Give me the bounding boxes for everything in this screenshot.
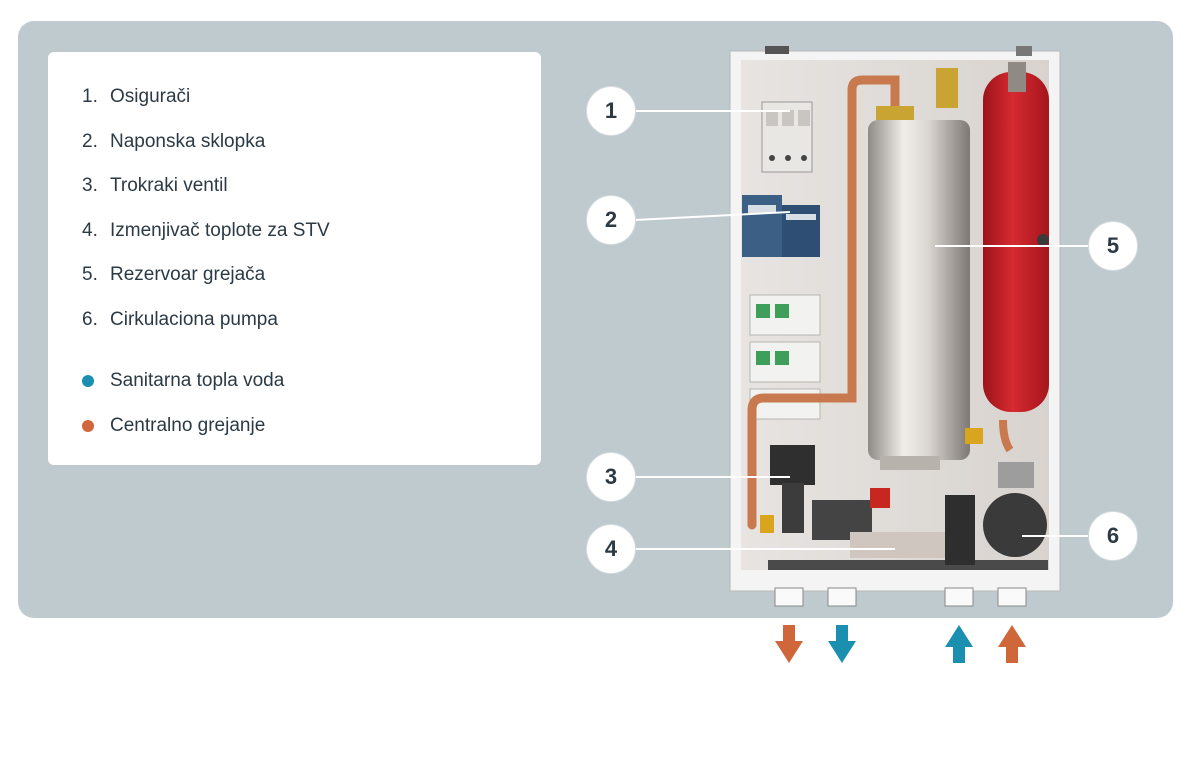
legend-item-2: 2. Naponska sklopka — [82, 131, 265, 153]
legend-item-1: 1. Osigurači — [82, 86, 190, 108]
legend-label: Naponska sklopka — [110, 131, 266, 152]
callout-5: 5 — [1088, 221, 1138, 271]
copper-pipe — [747, 75, 900, 530]
blue-dot-icon — [82, 375, 94, 387]
callout-4: 4 — [586, 524, 636, 574]
legend-label: Rezervoar grejača — [110, 264, 266, 285]
legend-number: 4. — [82, 220, 98, 241]
legend-label: Cirkulaciona pumpa — [110, 309, 278, 330]
legend-number: 1. — [82, 86, 98, 107]
legend-flow-label: Centralno grejanje — [110, 415, 266, 436]
legend-card — [48, 52, 541, 465]
legend-label: Trokraki ventil — [110, 175, 228, 196]
legend-label: Izmenjivač toplote za STV — [110, 220, 330, 241]
legend-flow-label: Sanitarna topla voda — [110, 370, 285, 391]
legend-item-4: 4. Izmenjivač toplote za STV — [82, 220, 330, 242]
heater-tank — [868, 68, 970, 470]
callout-1: 1 — [586, 86, 636, 136]
legend-item-5: 5. Rezervoar grejača — [82, 264, 265, 286]
legend-item-6: 6. Cirkulaciona pumpa — [82, 309, 278, 331]
legend-number: 2. — [82, 131, 98, 152]
heating-out-arrow-down — [775, 625, 803, 663]
dhw-in-arrow-up — [945, 625, 973, 663]
fuses-component — [761, 101, 813, 173]
callout-leader-lines — [633, 110, 1088, 550]
legend-label: Osigurači — [110, 86, 191, 107]
dhw-out-arrow-down — [828, 625, 856, 663]
legend-number: 6. — [82, 309, 98, 330]
callout-2: 2 — [586, 195, 636, 245]
orange-dot-icon — [82, 420, 94, 432]
contactor-component — [742, 195, 820, 257]
legend-item-3: 3. Trokraki ventil — [82, 175, 228, 197]
callout-6: 6 — [1088, 511, 1138, 561]
legend-number: 5. — [82, 264, 98, 285]
three-way-valve — [760, 445, 815, 533]
copper-pipe-right — [999, 419, 1014, 453]
callout-3: 3 — [586, 452, 636, 502]
legend-number: 3. — [82, 175, 98, 196]
heating-in-arrow-up — [998, 625, 1026, 663]
legend-flow-heating: Centralno grejanje — [82, 415, 265, 437]
legend-flow-dhw: Sanitarna topla voda — [82, 370, 284, 392]
pipe-connections — [774, 587, 1027, 607]
circulation-pump — [945, 428, 1047, 565]
expansion-vessel — [983, 62, 1049, 412]
